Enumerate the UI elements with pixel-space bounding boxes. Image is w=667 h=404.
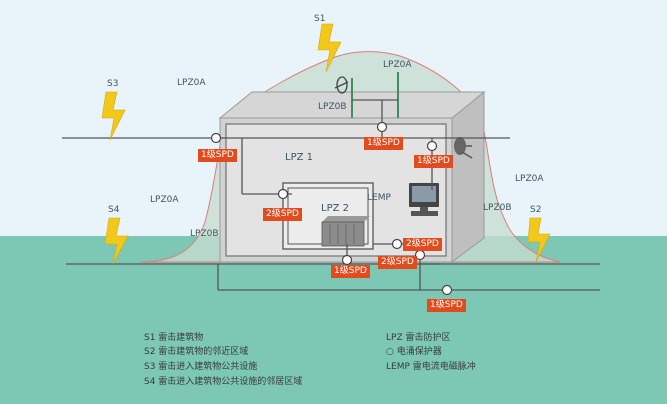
power-lines (62, 100, 600, 291)
spd-circle-3 (426, 140, 438, 152)
building-side (451, 90, 485, 263)
legend-lemp: LEMP 雷电流电磁脉冲 (386, 362, 476, 372)
lightning-bolt-s3-icon (101, 91, 126, 141)
legend-s1: S1 雷击建筑物 (144, 333, 204, 343)
legend-s4: S4 雷击进入建筑物公共设施的邻居区域 (144, 377, 303, 387)
spd-circle-4 (277, 188, 289, 200)
spd-badge-6: 2级SPD (403, 238, 442, 251)
label-lpz0a-left2: LPZ0A (150, 195, 179, 205)
spd-circle-5 (341, 254, 353, 266)
legend-s2: S2 雷击建筑物的邻近区域 (144, 347, 249, 357)
spd-badge-2: 1级SPD (364, 137, 403, 150)
label-s2: S2 (530, 205, 542, 215)
spd-circle-8 (441, 284, 453, 296)
spd-circle-2 (376, 121, 388, 133)
label-lpz1: LPZ 1 (285, 152, 313, 163)
spd-circle-6 (391, 238, 403, 250)
server-rack (321, 216, 370, 247)
spd-badge-7: 2级SPD (378, 256, 417, 269)
label-s4: S4 (108, 205, 120, 215)
label-lpz0a-left: LPZ0A (177, 78, 206, 88)
spd-badge-1: 1级SPD (198, 149, 237, 162)
label-lpz0a-top: LPZ0A (383, 60, 412, 70)
legend-spd: ○ 电涌保护器 (386, 347, 442, 357)
computer-icon (409, 183, 439, 216)
spd-markers (210, 121, 453, 296)
legend-lpz: LPZ 雷击防护区 (386, 333, 451, 343)
label-s1: S1 (314, 14, 326, 24)
lightning-bolt-s1-icon (317, 23, 342, 73)
label-lpz0a-right: LPZ0A (515, 174, 544, 184)
spd-badge-3: 1级SPD (414, 155, 453, 168)
satellite-dish-icon (454, 137, 473, 159)
legend-s3: S3 雷击进入建筑物公共设施 (144, 362, 258, 372)
label-s3: S3 (107, 79, 119, 89)
label-lemp: LEMP (367, 193, 391, 203)
spd-badge-8: 1级SPD (427, 299, 466, 312)
label-lpz2: LPZ 2 (321, 203, 349, 214)
label-lpz0b-top: LPZ0B (318, 102, 347, 112)
lightning-bolt-s4-icon (104, 217, 129, 265)
spd-circle-7 (414, 249, 426, 261)
lightning-bolt-s2-icon (527, 217, 551, 263)
label-lpz0b-left: LPZ0B (190, 229, 219, 239)
label-lpz0b-right: LPZ0B (483, 203, 512, 213)
spd-circle-1 (210, 132, 222, 144)
roof-antenna-icon (334, 72, 399, 118)
spd-badge-4: 2级SPD (263, 208, 302, 221)
spd-badge-5: 1级SPD (331, 265, 370, 278)
